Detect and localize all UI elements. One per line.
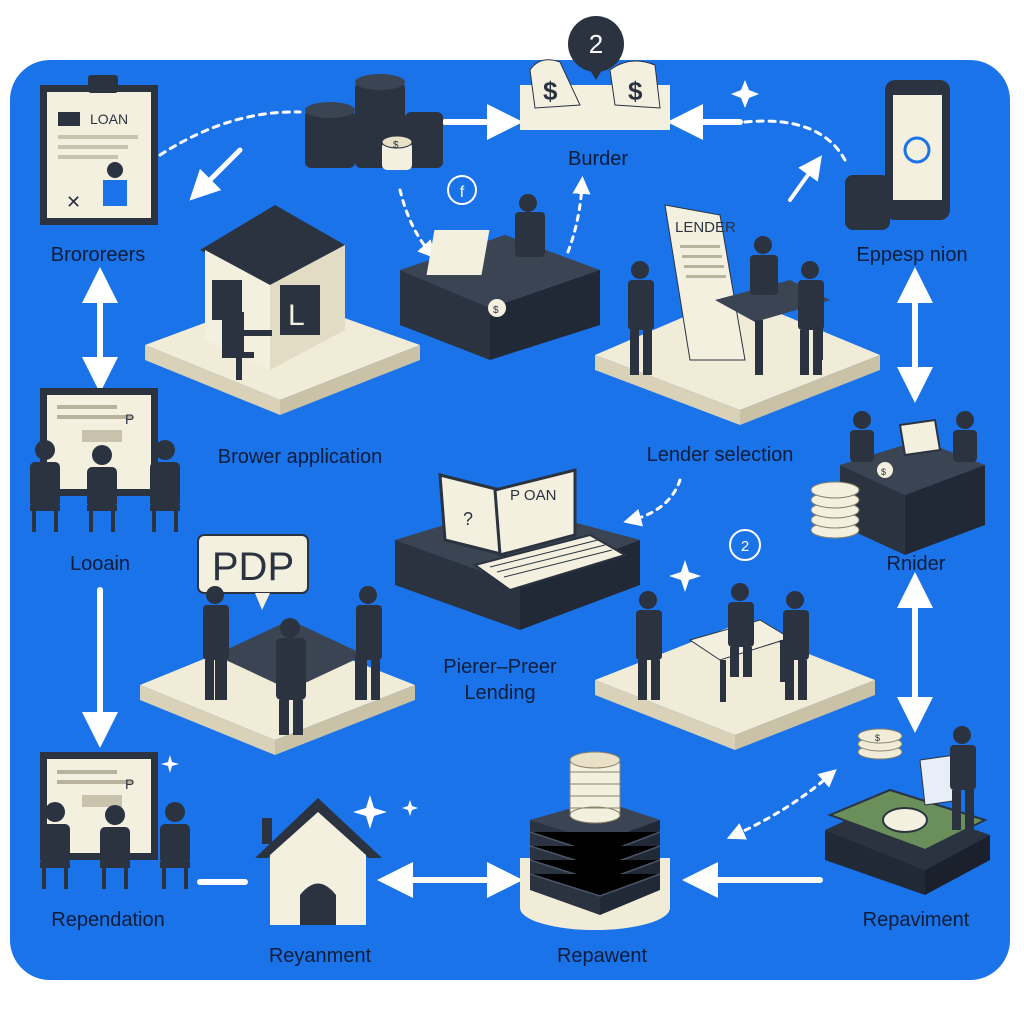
badge-top-text: 2 bbox=[589, 29, 603, 59]
speech-bubble-text: PDP bbox=[212, 545, 294, 589]
node-label-p2p-line1: Pierer–Preer bbox=[443, 656, 557, 678]
svg-text:$: $ bbox=[543, 76, 558, 106]
node-label-burder: Burder bbox=[567, 148, 629, 170]
question-mark-text: ? bbox=[463, 509, 473, 529]
arrows bbox=[82, 104, 933, 898]
badge-mid-top bbox=[447, 175, 477, 205]
handshake-table-icon: 2 bbox=[595, 529, 875, 750]
number-badge-top bbox=[568, 16, 624, 72]
small-desk-icon: $ bbox=[810, 411, 985, 555]
smartphone-icon bbox=[845, 80, 950, 230]
dashed-arrow-phone bbox=[743, 119, 847, 162]
clipboard-icon: LOAN ✕ bbox=[40, 75, 158, 225]
dashed-arrow-repaviment bbox=[726, 769, 837, 840]
node-label-loan: Looain bbox=[69, 553, 131, 575]
node-label-repawent: Repawent bbox=[556, 945, 648, 967]
node-label-repaviment: Repaviment bbox=[862, 909, 970, 931]
lender-doc-text: LENDER bbox=[675, 219, 736, 236]
node-label-browser-application: Brower application bbox=[217, 446, 383, 468]
svg-text:$: $ bbox=[875, 733, 880, 743]
desk-meeting-icon: f $ bbox=[400, 175, 600, 360]
node-label-p2p-line2: Lending bbox=[464, 682, 536, 704]
board-mid-text: P bbox=[125, 411, 134, 427]
laptop-icon: P OAN ? bbox=[395, 468, 640, 630]
badge-mid-right-text: 2 bbox=[741, 538, 749, 555]
laptop-screen-text: P OAN bbox=[510, 487, 556, 504]
dashed-arrow-clipboard-coins bbox=[158, 110, 302, 157]
coins-icon: $ bbox=[305, 74, 443, 170]
dollar-cards-icon: $ $ 2 bbox=[520, 16, 670, 130]
lender-meeting-icon: LENDER bbox=[595, 204, 880, 425]
board-bottom-text: P bbox=[125, 776, 134, 792]
svg-text:$: $ bbox=[628, 76, 643, 106]
svg-text:L: L bbox=[288, 299, 305, 332]
sparkle-icon bbox=[731, 80, 759, 108]
arrow-to-lender bbox=[788, 155, 822, 202]
presentation-audience-bottom-icon: P bbox=[40, 752, 190, 889]
svg-text:$: $ bbox=[493, 305, 499, 316]
badge-mid-top-text: f bbox=[460, 184, 465, 201]
badge-mid-right bbox=[729, 529, 761, 561]
cash-stack-icon: $ bbox=[825, 726, 990, 895]
dashed-arrow-coins-desk bbox=[398, 188, 437, 259]
node-label-rependation: Rependation bbox=[51, 909, 165, 931]
coin-stack-icon bbox=[520, 751, 670, 930]
house-icon bbox=[255, 795, 418, 925]
clipboard-paper-text: LOAN bbox=[90, 111, 128, 127]
dashed-arrow-up-burder bbox=[566, 176, 591, 254]
house-office-icon: L bbox=[145, 205, 420, 415]
node-label-lender-selection: Lender selection bbox=[646, 444, 794, 466]
node-label-p2p: Pierer–Preer Lending bbox=[400, 654, 600, 706]
cross-mark-icon: ✕ bbox=[66, 192, 81, 213]
p2p-meeting-icon: PDP bbox=[140, 534, 415, 755]
node-label-borrowers: Brororeers bbox=[50, 244, 146, 266]
dashed-arrow-lender-laptop bbox=[623, 478, 682, 527]
node-label-reyanment: Reyanment bbox=[268, 945, 372, 967]
svg-text:$: $ bbox=[881, 467, 886, 477]
presentation-audience-icon: P bbox=[30, 388, 180, 532]
node-label-eppesp: Eppesp nion bbox=[856, 244, 968, 266]
arrow-to-borrowers bbox=[189, 147, 243, 201]
svg-text:$: $ bbox=[393, 140, 399, 151]
node-label-rnider: Rnider bbox=[886, 553, 946, 575]
